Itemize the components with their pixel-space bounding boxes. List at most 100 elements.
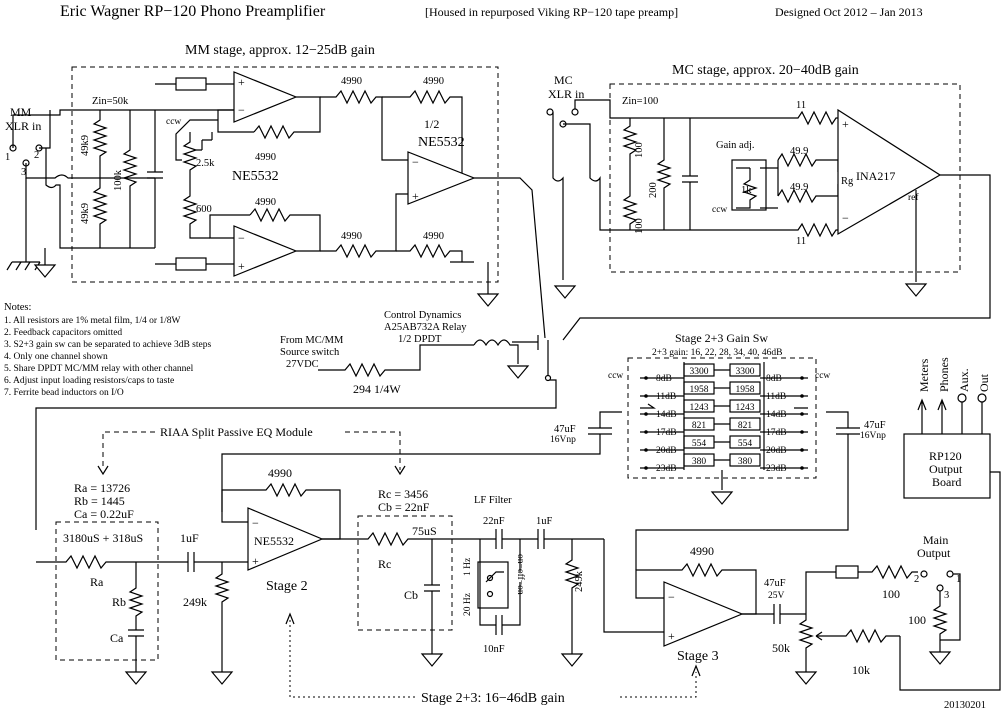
mc-xlr-pin-b[interactable] [571,108,579,116]
gain-sw-cap-r: 47uF [864,420,886,431]
footer-date: 20130201 [944,700,986,711]
mc-stage-label: MC stage, approx. 20−40dB gain [672,63,859,78]
gain-sw-subtitle: 2+3 gain: 16, 22, 28, 34, 40, 46dB [652,348,782,358]
gain-resistor-value-r-0: 3300 [736,367,755,377]
gain-switch-contact[interactable] [800,466,804,470]
mc-r49b: 49.9 [790,182,808,193]
output-meters: Meters [917,358,931,392]
riaa-cb-lbl: Cb [404,588,418,602]
output-pin-1[interactable] [946,570,954,578]
note-7: 7. Ferrite bead inductors on I/O [4,388,124,398]
gain-switch-contact[interactable] [800,376,804,380]
gain-sw-cap-l: 47uF [554,424,576,435]
gain-switch-contact[interactable] [800,412,804,416]
riaa-ca: Ca = 0.22uF [74,507,134,521]
svg-text:+: + [668,629,675,643]
gain-db-right-0: 8dB [766,374,782,384]
riaa-ra: Ra = 13726 [74,481,130,495]
gain-switch-box [627,357,817,479]
svg-text:−: − [412,155,419,169]
relay-l1: Control Dynamics [384,310,461,321]
mc-xlr-pin-a[interactable] [546,108,554,116]
riaa-rb: Rb = 1445 [74,494,125,508]
mm-r4: 4990 [423,231,444,242]
mm-r-mid: 100k [113,169,124,191]
mm-r-600: 600 [196,204,212,215]
svg-text:+: + [842,117,849,131]
mm-opamp-label: NE5532 [232,169,279,184]
output-main: Main [923,533,948,547]
relay-l2: A25AB732A Relay [384,322,467,333]
output-pin-2[interactable] [920,570,928,578]
gain-db-left-4: 20dB [656,446,677,456]
gain-switch-contact[interactable] [644,448,648,452]
svg-text:−: − [842,211,849,225]
output-main2: Output [917,546,951,560]
mc-ref: ref [908,192,919,203]
output-p2: 2 [914,574,919,585]
svg-text:−: − [668,590,675,604]
relay-src3: 27VDC [286,359,319,370]
gain-switch-contact[interactable] [800,448,804,452]
mm-r-top: 49k9 [80,135,91,156]
riaa-tc: 3180uS + 318uS [63,531,143,545]
mc-r-top: 100 [634,142,645,158]
gain-switch-contact[interactable] [644,376,648,380]
svg-text:+: + [238,259,245,273]
mc-input-label: MC [554,73,573,87]
gain-db-left-0: 8dB [656,374,672,384]
gain-switch-contact[interactable] [644,412,648,416]
riaa-tc2: 75uS [412,524,437,538]
mm-r3: 4990 [341,231,362,242]
gain-resistor-value-r-5: 380 [738,457,753,467]
gain-switch-contact[interactable] [644,394,648,398]
design-date: Designed Oct 2012 – Jan 2013 [775,5,923,19]
mc-input-label-2: XLR in [548,87,584,101]
mc-r11b: 11 [796,236,806,247]
notes-title: Notes: [4,302,31,313]
gain-db-right-3: 17dB [766,428,787,438]
mc-zin: Zin=100 [622,96,658,107]
gain-db-right-4: 20dB [766,446,787,456]
output-phones: Phones [937,357,951,392]
riaa-title: RIAA Split Passive EQ Module [160,425,313,439]
note-2: 2. Feedback capacitors omitted [4,328,122,338]
mm-pin-1-label: 1 [5,152,10,163]
page-title: Eric Wagner RP−120 Phono Preamplifier [60,3,326,20]
gain-resistor-value-r-1: 1958 [736,385,755,395]
riaa-module-a [55,521,159,661]
note-6: 6. Adjust input loading resistors/caps t… [4,376,174,386]
stage3-rout: 10k [852,663,870,677]
svg-text:+: + [252,554,259,568]
gain-switch-contact[interactable] [800,394,804,398]
gain-resistor-value-r-3: 821 [738,421,753,431]
stage2-rin: 249k [183,595,207,609]
stage2-label: Stage 2 [266,579,308,594]
mm-pin-2-label: 2 [34,150,39,161]
mc-r-mid: 200 [648,182,659,198]
gain-db-right-2: 14dB [766,410,787,420]
stage3-pot: 50k [772,641,790,655]
relay-l3: 1/2 DPDT [398,334,442,345]
stage2-cap: 1uF [180,531,199,545]
gain-switch-contact[interactable] [800,430,804,434]
output-pin-3[interactable] [936,584,944,592]
gain-sw-title: Stage 2+3 Gain Sw [675,331,768,345]
mm-r2-lbl: 4990 [255,197,276,208]
mm-half-opamp: NE5532 [418,135,465,150]
gain-sw-ccw-r: ccw [815,371,830,381]
svg-text:−: − [252,516,259,530]
stage3-opamp [663,581,744,647]
gain-db-left-1: 11dB [656,392,676,402]
gain-switch-contact[interactable] [644,466,648,470]
mm-stage-box [71,66,499,283]
mm-r-bot: 49k9 [80,203,91,224]
gain-switch-contact[interactable] [644,430,648,434]
output-aux: Aux. [957,368,971,392]
note-4: 4. Only one channel shown [4,352,108,362]
note-5: 5. Share DPDT MC/MM relay with other cha… [4,364,194,374]
stage2-opamp-lbl: NE5532 [254,534,294,548]
mm-stage-label: MM stage, approx. 12−25dB gain [185,43,375,58]
svg-text:+: + [238,75,245,89]
